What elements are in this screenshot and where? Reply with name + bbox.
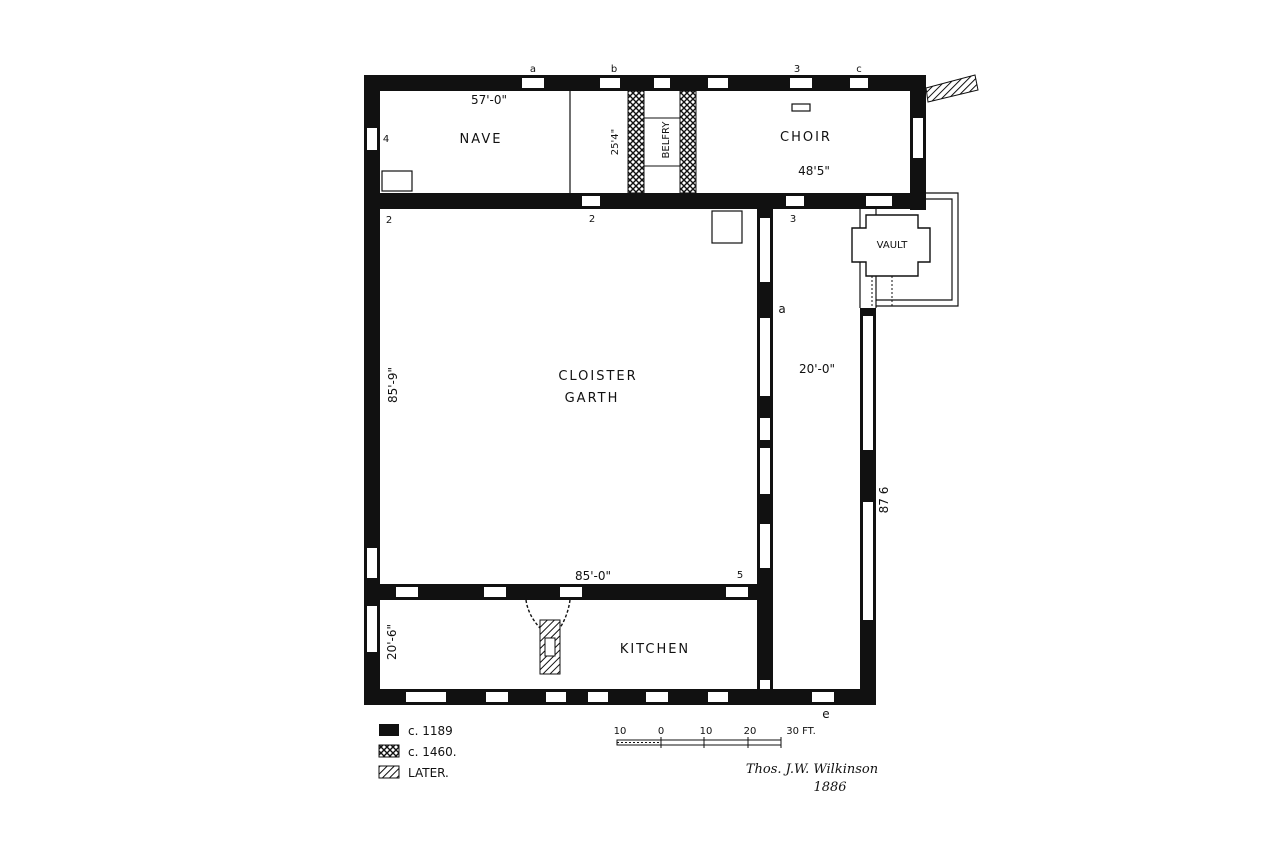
cloister-south-dimension: 85'-0" bbox=[575, 569, 611, 583]
cloister-walls bbox=[364, 209, 877, 705]
vault-label: VAULT bbox=[877, 240, 909, 251]
legend-swatch-hatch bbox=[378, 765, 400, 779]
nave-length-dimension: 57'-0" bbox=[471, 93, 507, 107]
legend-swatch-solid bbox=[379, 724, 399, 736]
cloister-label-line1: CLOISTER bbox=[558, 369, 637, 384]
kitchen-label: KITCHEN bbox=[620, 642, 690, 657]
cloister-label-line2: GARTH bbox=[565, 391, 620, 406]
legend-label-later: LATER. bbox=[408, 766, 449, 780]
kitchen-width-dimension: 20'-6" bbox=[385, 624, 399, 660]
belfry-width-dimension: 25'4" bbox=[610, 129, 621, 155]
east-range-width-dimension: 20'-0" bbox=[799, 362, 835, 376]
mark-a-east: a bbox=[778, 302, 785, 316]
choir-label: CHOIR bbox=[780, 130, 832, 145]
belfry bbox=[627, 90, 697, 194]
mark-b-top: b bbox=[611, 64, 617, 75]
vault bbox=[851, 192, 959, 307]
scale-tick-10-left: 10 bbox=[614, 726, 627, 737]
mark-2-left: 2 bbox=[386, 215, 392, 226]
mark-c-top: c bbox=[856, 64, 862, 75]
legend: c. 1189 c. 1460. LATER. bbox=[378, 724, 457, 780]
east-range-length-dimension: 87 6 bbox=[877, 487, 891, 514]
nave-label: NAVE bbox=[460, 132, 503, 147]
legend-label-1460: c. 1460. bbox=[408, 745, 457, 759]
signature-name: Thos. J.W. Wilkinson bbox=[746, 762, 878, 777]
scale-tick-0: 0 bbox=[658, 726, 664, 737]
mark-e-bottom: e bbox=[822, 707, 829, 721]
legend-swatch-crosshatch bbox=[378, 744, 400, 758]
scale-tick-30-ft: 30 FT. bbox=[786, 726, 816, 737]
signature-year: 1886 bbox=[813, 780, 846, 795]
legend-label-1189: c. 1189 bbox=[408, 724, 453, 738]
scale-bar: 10 0 10 20 30 FT. bbox=[614, 726, 816, 748]
cloister-west-dimension: 85'-9" bbox=[386, 367, 400, 403]
mark-5-south: 5 bbox=[737, 570, 743, 581]
mark-a-top: a bbox=[530, 64, 536, 75]
mark-3-top: 3 bbox=[794, 64, 800, 75]
mark-2-mid: 2 bbox=[589, 214, 595, 225]
mark-3-mid: 3 bbox=[790, 214, 796, 225]
mark-4-left: 4 bbox=[383, 134, 389, 145]
choir-length-dimension: 48'5" bbox=[798, 164, 830, 178]
scale-tick-20: 20 bbox=[744, 726, 757, 737]
belfry-label: BELFRY bbox=[661, 121, 672, 159]
scale-tick-10: 10 bbox=[700, 726, 713, 737]
church-walls bbox=[364, 74, 979, 210]
